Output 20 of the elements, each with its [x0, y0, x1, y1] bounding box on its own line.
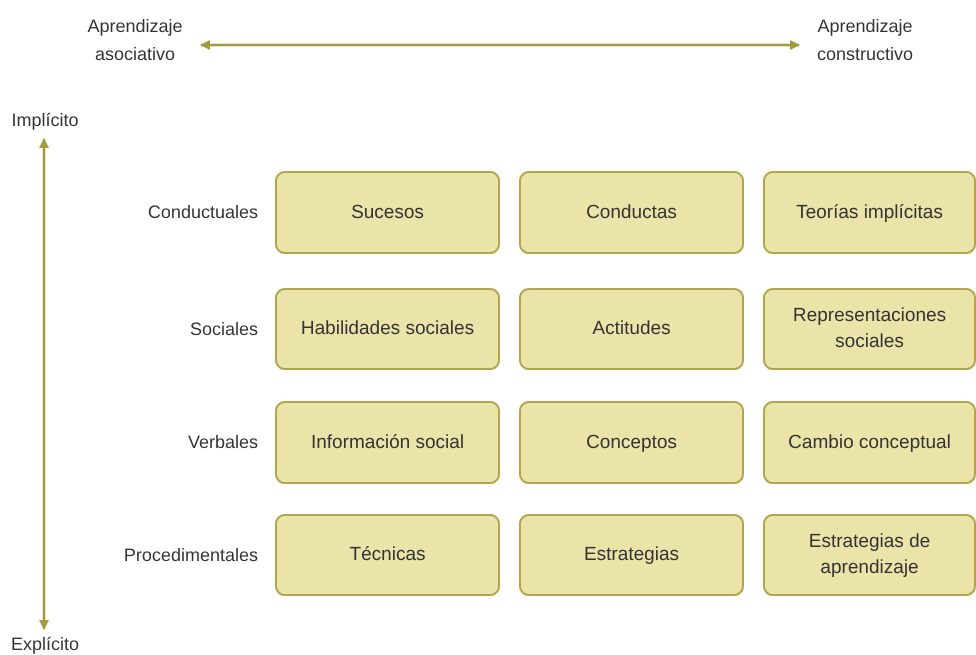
axis-label: Explícito — [10, 633, 80, 655]
row-label: Conductuales — [148, 201, 258, 224]
row-label: Verbales — [188, 431, 258, 454]
category-box: Sucesos — [275, 171, 500, 254]
category-box: Habilidades sociales — [275, 288, 500, 370]
category-box: Actitudes — [519, 288, 744, 370]
axis-label: Aprendizaje asociativo — [86, 15, 184, 66]
category-box: Conceptos — [519, 401, 744, 484]
category-box: Teorías implícitas — [763, 171, 976, 254]
category-box: Estrategias — [519, 514, 744, 596]
category-box: Cambio conceptual — [763, 401, 976, 484]
row-label: Procedimentales — [124, 544, 258, 566]
category-box: Técnicas — [275, 514, 500, 596]
category-box: Representaciones sociales — [763, 288, 976, 370]
category-box: Estrategias de aprendizaje — [763, 514, 976, 596]
category-box: Conductas — [519, 171, 744, 254]
axis-label: Implícito — [10, 109, 80, 132]
axis-label: Aprendizaje constructivo — [816, 15, 914, 66]
category-box: Información social — [275, 401, 500, 484]
row-label: Sociales — [190, 318, 258, 340]
